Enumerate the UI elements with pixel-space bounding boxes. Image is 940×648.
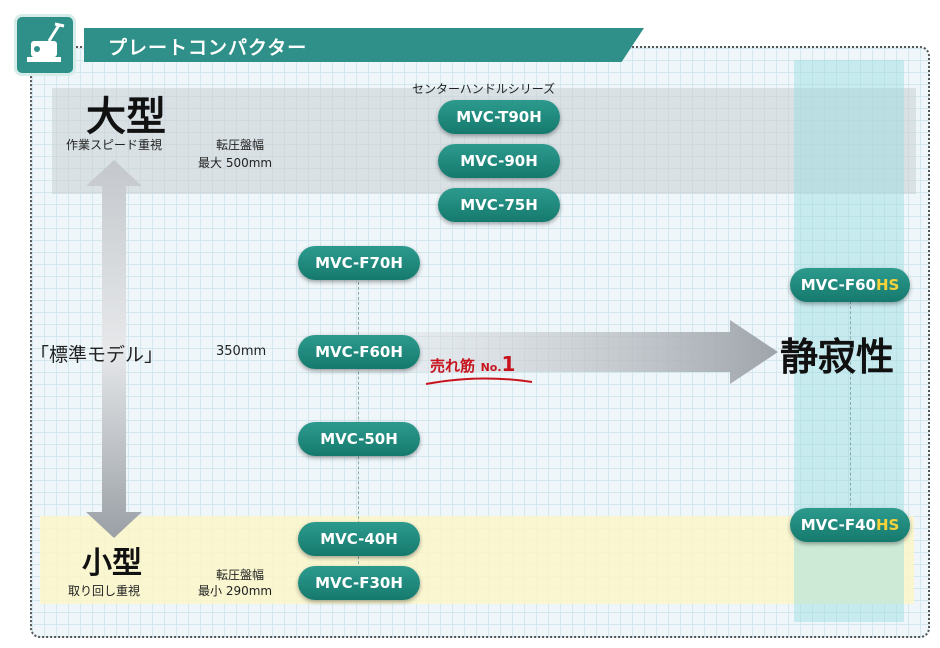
plate-compactor-icon [14,14,76,76]
large-spec-value: 最大 500mm [198,156,273,170]
bestseller-no: No. [480,361,502,374]
hs-series-connector [850,286,851,526]
quietness-axis-arrow [290,320,778,384]
large-title: 大型 [86,93,166,140]
small-subtitle: 取り回し重視 [68,584,141,598]
model-mvc-50h[interactable]: MVC-50H [298,422,420,456]
bestseller-rank: 1 [501,352,516,376]
model-mvc-f40hs-suffix: HS [875,516,900,534]
small-title: 小型 [82,546,142,581]
large-subtitle: 作業スピード重視 [66,138,163,152]
model-mvc-t90h[interactable]: MVC-T90H [438,100,560,134]
bestseller-text: 売れ筋 [430,357,476,375]
model-mvc-90h[interactable]: MVC-90H [438,144,560,178]
center-handle-series-label: センターハンドルシリーズ [412,82,556,96]
quietness-label: 静寂性 [780,334,895,379]
bestseller-underline [425,377,533,385]
model-mvc-f30h[interactable]: MVC-F30H [298,566,420,600]
model-mvc-f70h[interactable]: MVC-F70H [298,246,420,280]
header-banner [84,28,644,62]
model-mvc-f60h[interactable]: MVC-F60H [298,335,420,369]
small-spec-label: 転圧盤幅 [216,568,265,582]
standard-width: 350mm [216,344,267,359]
model-mvc-40h[interactable]: MVC-40H [298,522,420,556]
large-spec-label: 転圧盤幅 [216,138,265,152]
model-mvc-f60hs-suffix: HS [875,276,900,294]
standard-model-label: 「標準モデル」 [30,344,164,366]
model-mvc-f40hs-base: MVC-F40 [800,516,876,534]
model-mvc-f60hs-base: MVC-F60 [800,276,876,294]
header-title: プレートコンパクター [108,37,308,59]
bestseller-badge: 売れ筋 No.1 [430,352,515,376]
small-band [40,516,914,604]
model-mvc-75h[interactable]: MVC-75H [438,188,560,222]
size-axis-arrow [86,160,142,538]
small-spec-value: 最小 290mm [198,584,273,598]
